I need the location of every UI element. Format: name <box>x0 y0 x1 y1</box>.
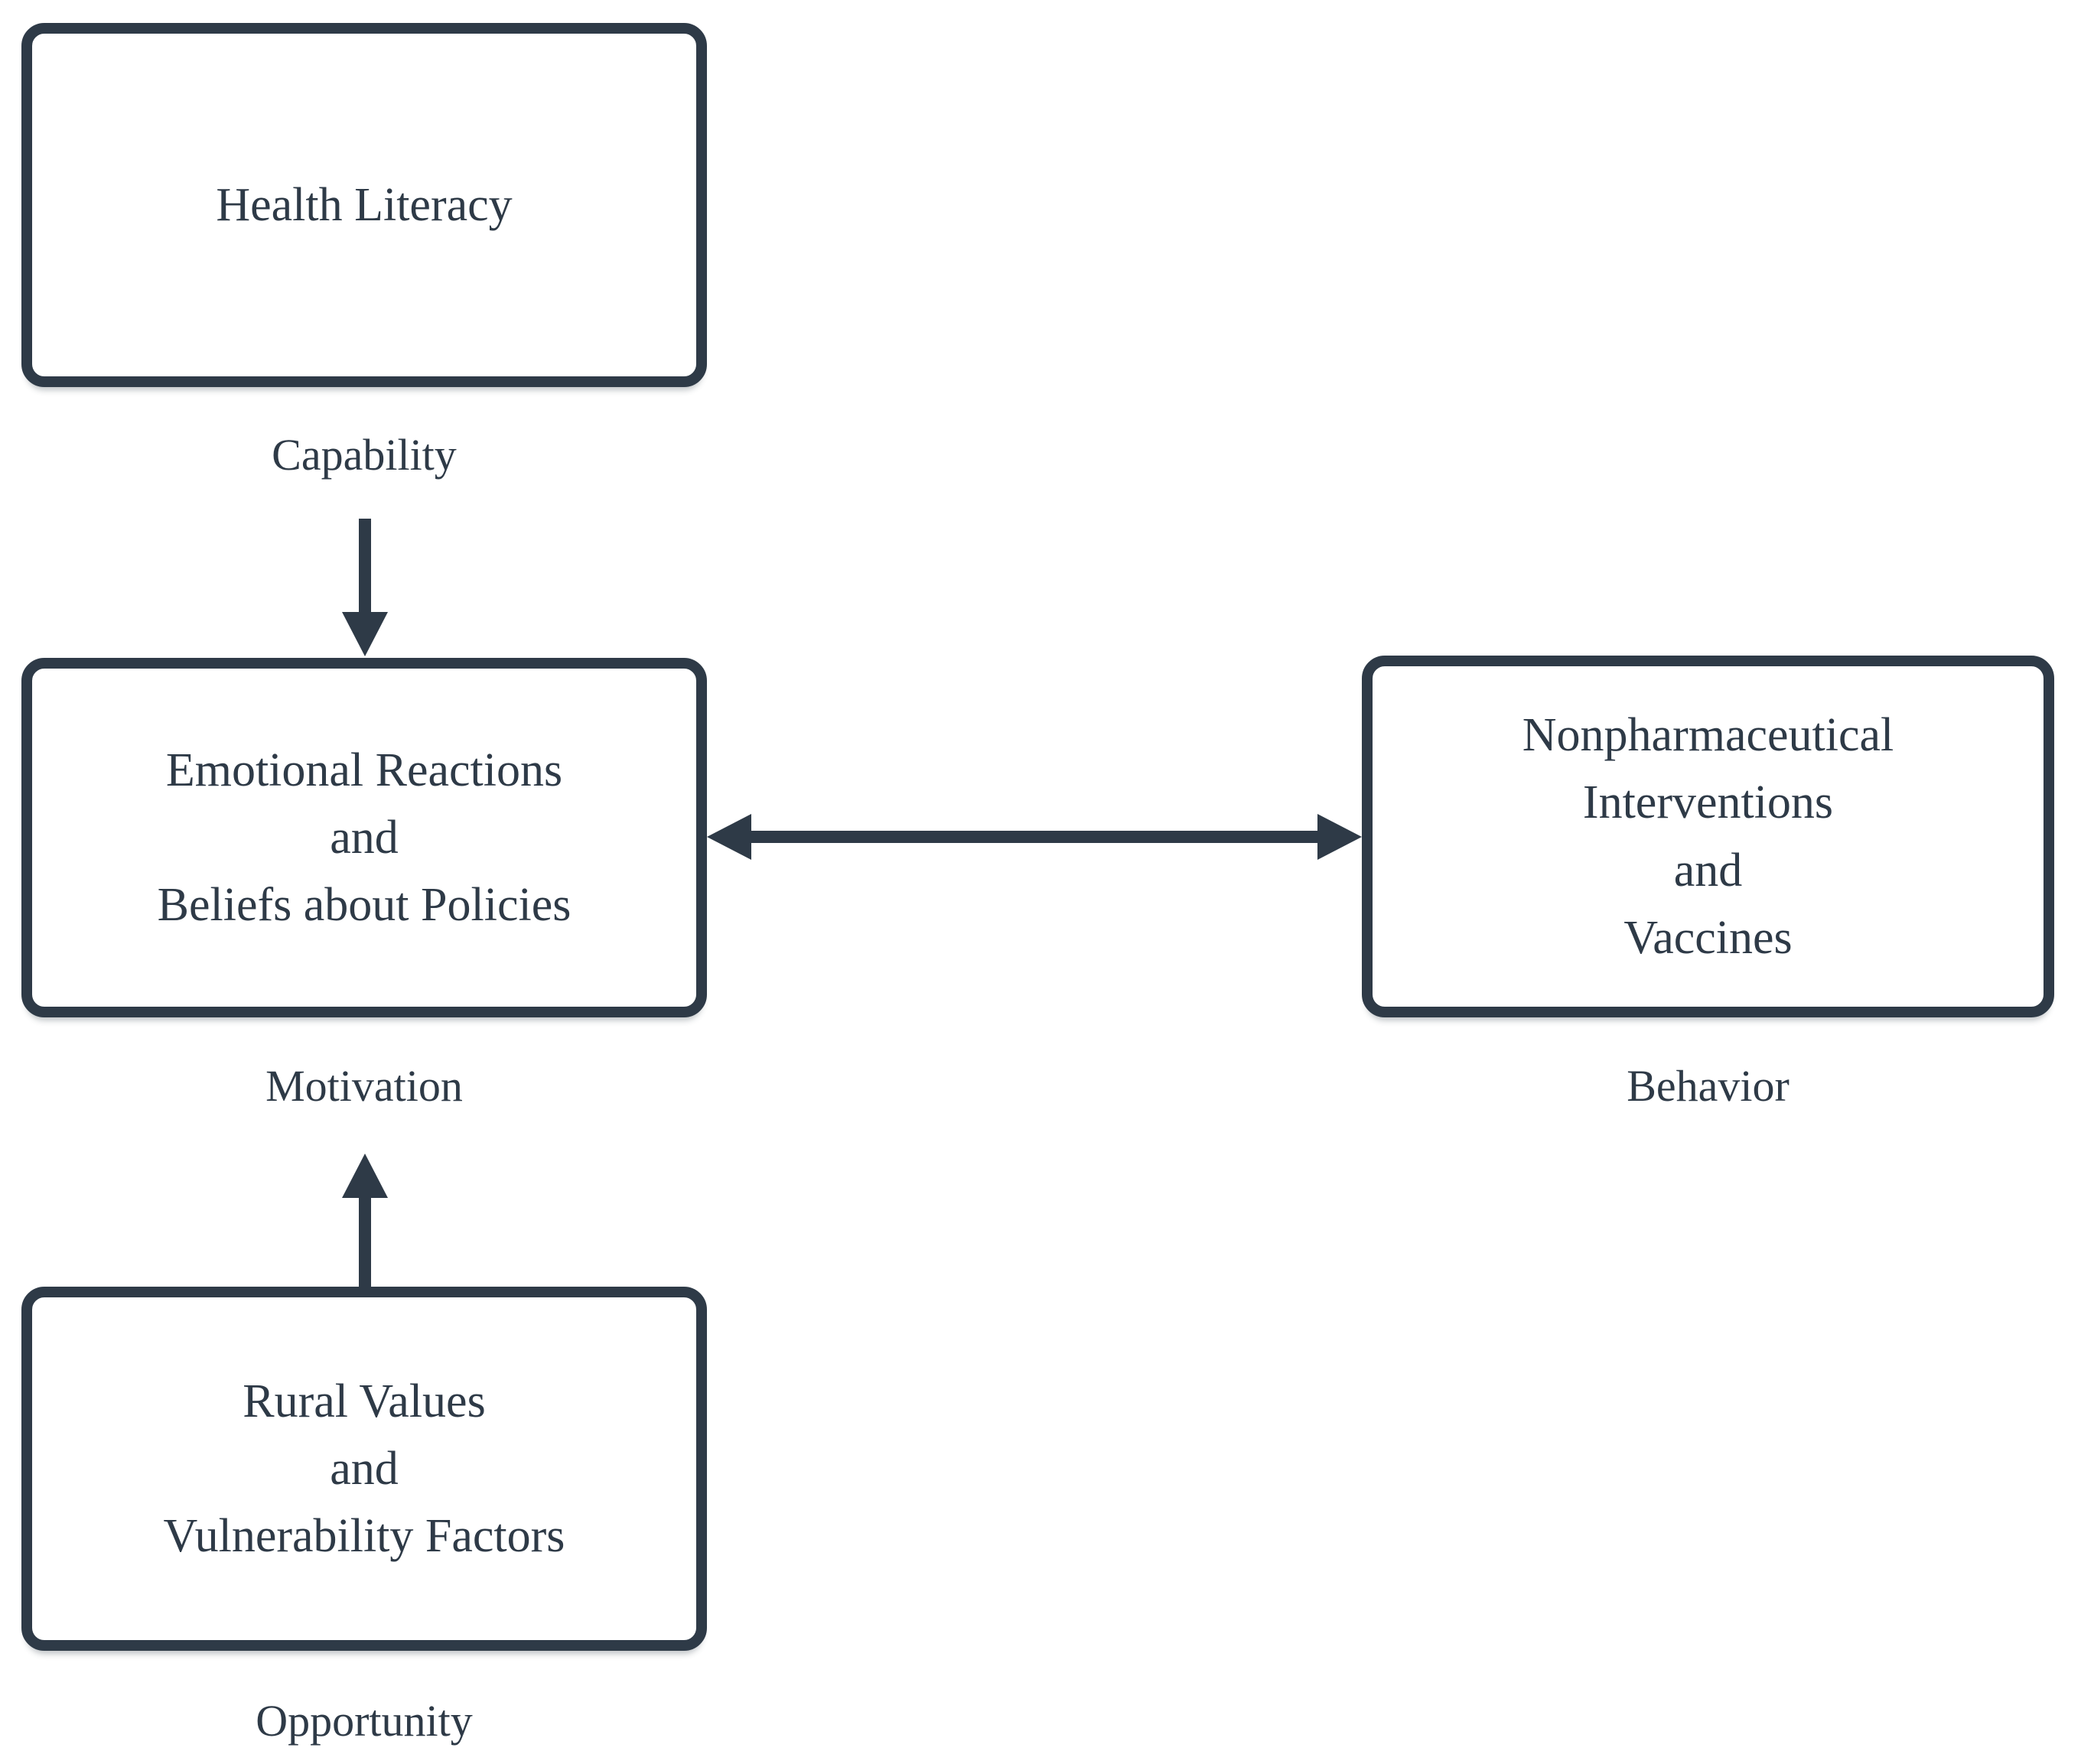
label-motivation: Motivation <box>265 1061 463 1111</box>
capability-to-motivation-arrow-shaft <box>359 519 371 615</box>
opportunity-to-motivation-arrowhead-up-icon <box>342 1154 388 1198</box>
motivation-behavior-arrow-shaft <box>750 831 1319 843</box>
motivation-behavior-arrowhead-left-icon <box>707 814 751 860</box>
motivation-behavior-arrowhead-right-icon <box>1317 814 1362 860</box>
label-behavior: Behavior <box>1627 1061 1790 1111</box>
node-npi-vaccines-text: Nonpharmaceutical Interventions and Vacc… <box>1522 709 1894 964</box>
node-health-literacy: Health Literacy <box>21 23 707 387</box>
capability-to-motivation-arrowhead-down-icon <box>342 612 388 656</box>
node-emotional-reactions-text: Emotional Reactions and Beliefs about Po… <box>157 744 572 932</box>
label-capability: Capability <box>272 430 457 480</box>
node-rural-values: Rural Values and Vulnerability Factors <box>21 1287 707 1651</box>
node-health-literacy-text: Health Literacy <box>216 178 513 231</box>
opportunity-to-motivation-arrow-shaft <box>359 1193 371 1288</box>
label-opportunity: Opportunity <box>256 1696 473 1746</box>
node-emotional-reactions: Emotional Reactions and Beliefs about Po… <box>21 658 707 1017</box>
node-rural-values-text: Rural Values and Vulnerability Factors <box>163 1375 565 1563</box>
node-npi-vaccines: Nonpharmaceutical Interventions and Vacc… <box>1362 656 2054 1017</box>
